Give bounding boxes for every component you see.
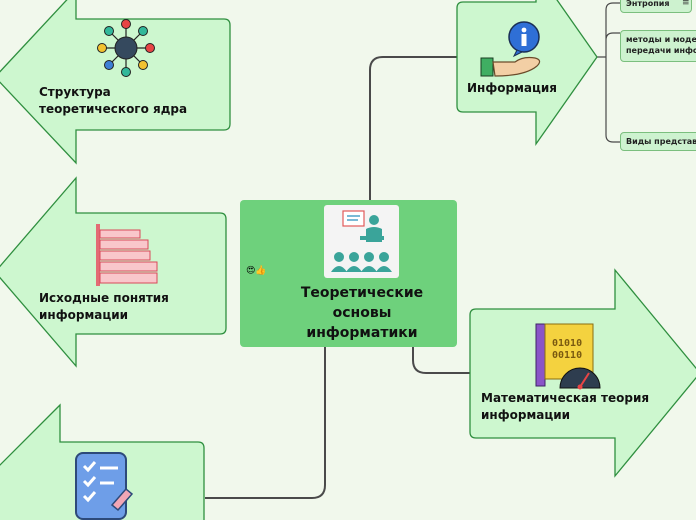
topic-shape-basics: [0, 176, 227, 368]
connector-subtopics: [596, 2, 620, 143]
binary-gauge-icon: 01010 00110: [535, 323, 601, 390]
notes-icon: ≡: [682, 0, 690, 8]
network-hub-icon: [97, 19, 155, 77]
center-title[interactable]: Теоретические основы информатики: [300, 285, 424, 341]
info-hand-icon: [480, 21, 541, 77]
subtopic-representation[interactable]: Виды представл: [620, 132, 696, 151]
subtopic-entropy[interactable]: Энтропия: [620, 0, 692, 13]
subtopic-methods-line1: методы и модел: [626, 35, 696, 44]
topic-label-basics[interactable]: Исходные понятия информации: [39, 291, 169, 322]
topic-label-math[interactable]: Математическая теория информации: [481, 391, 650, 422]
connector-checklist: [205, 345, 326, 499]
checklist-icon: [75, 452, 134, 520]
bar-stack-icon: [96, 224, 158, 286]
topic-label-structure[interactable]: Структура теоретического ядра: [39, 85, 188, 116]
svg-text:01010: 01010: [552, 338, 582, 349]
connector-info: [369, 56, 458, 200]
svg-text:00110: 00110: [552, 350, 582, 361]
connector-math: [412, 345, 470, 374]
teacher-presentation-icon: [324, 205, 399, 278]
center-emoji: 😍👍: [246, 266, 267, 276]
subtopic-methods[interactable]: методы и модел передачи инфор: [620, 30, 696, 62]
topic-shape-structure: [0, 0, 231, 165]
topic-label-info[interactable]: Информация: [467, 81, 557, 95]
subtopic-methods-line2: передачи инфор: [626, 46, 696, 55]
